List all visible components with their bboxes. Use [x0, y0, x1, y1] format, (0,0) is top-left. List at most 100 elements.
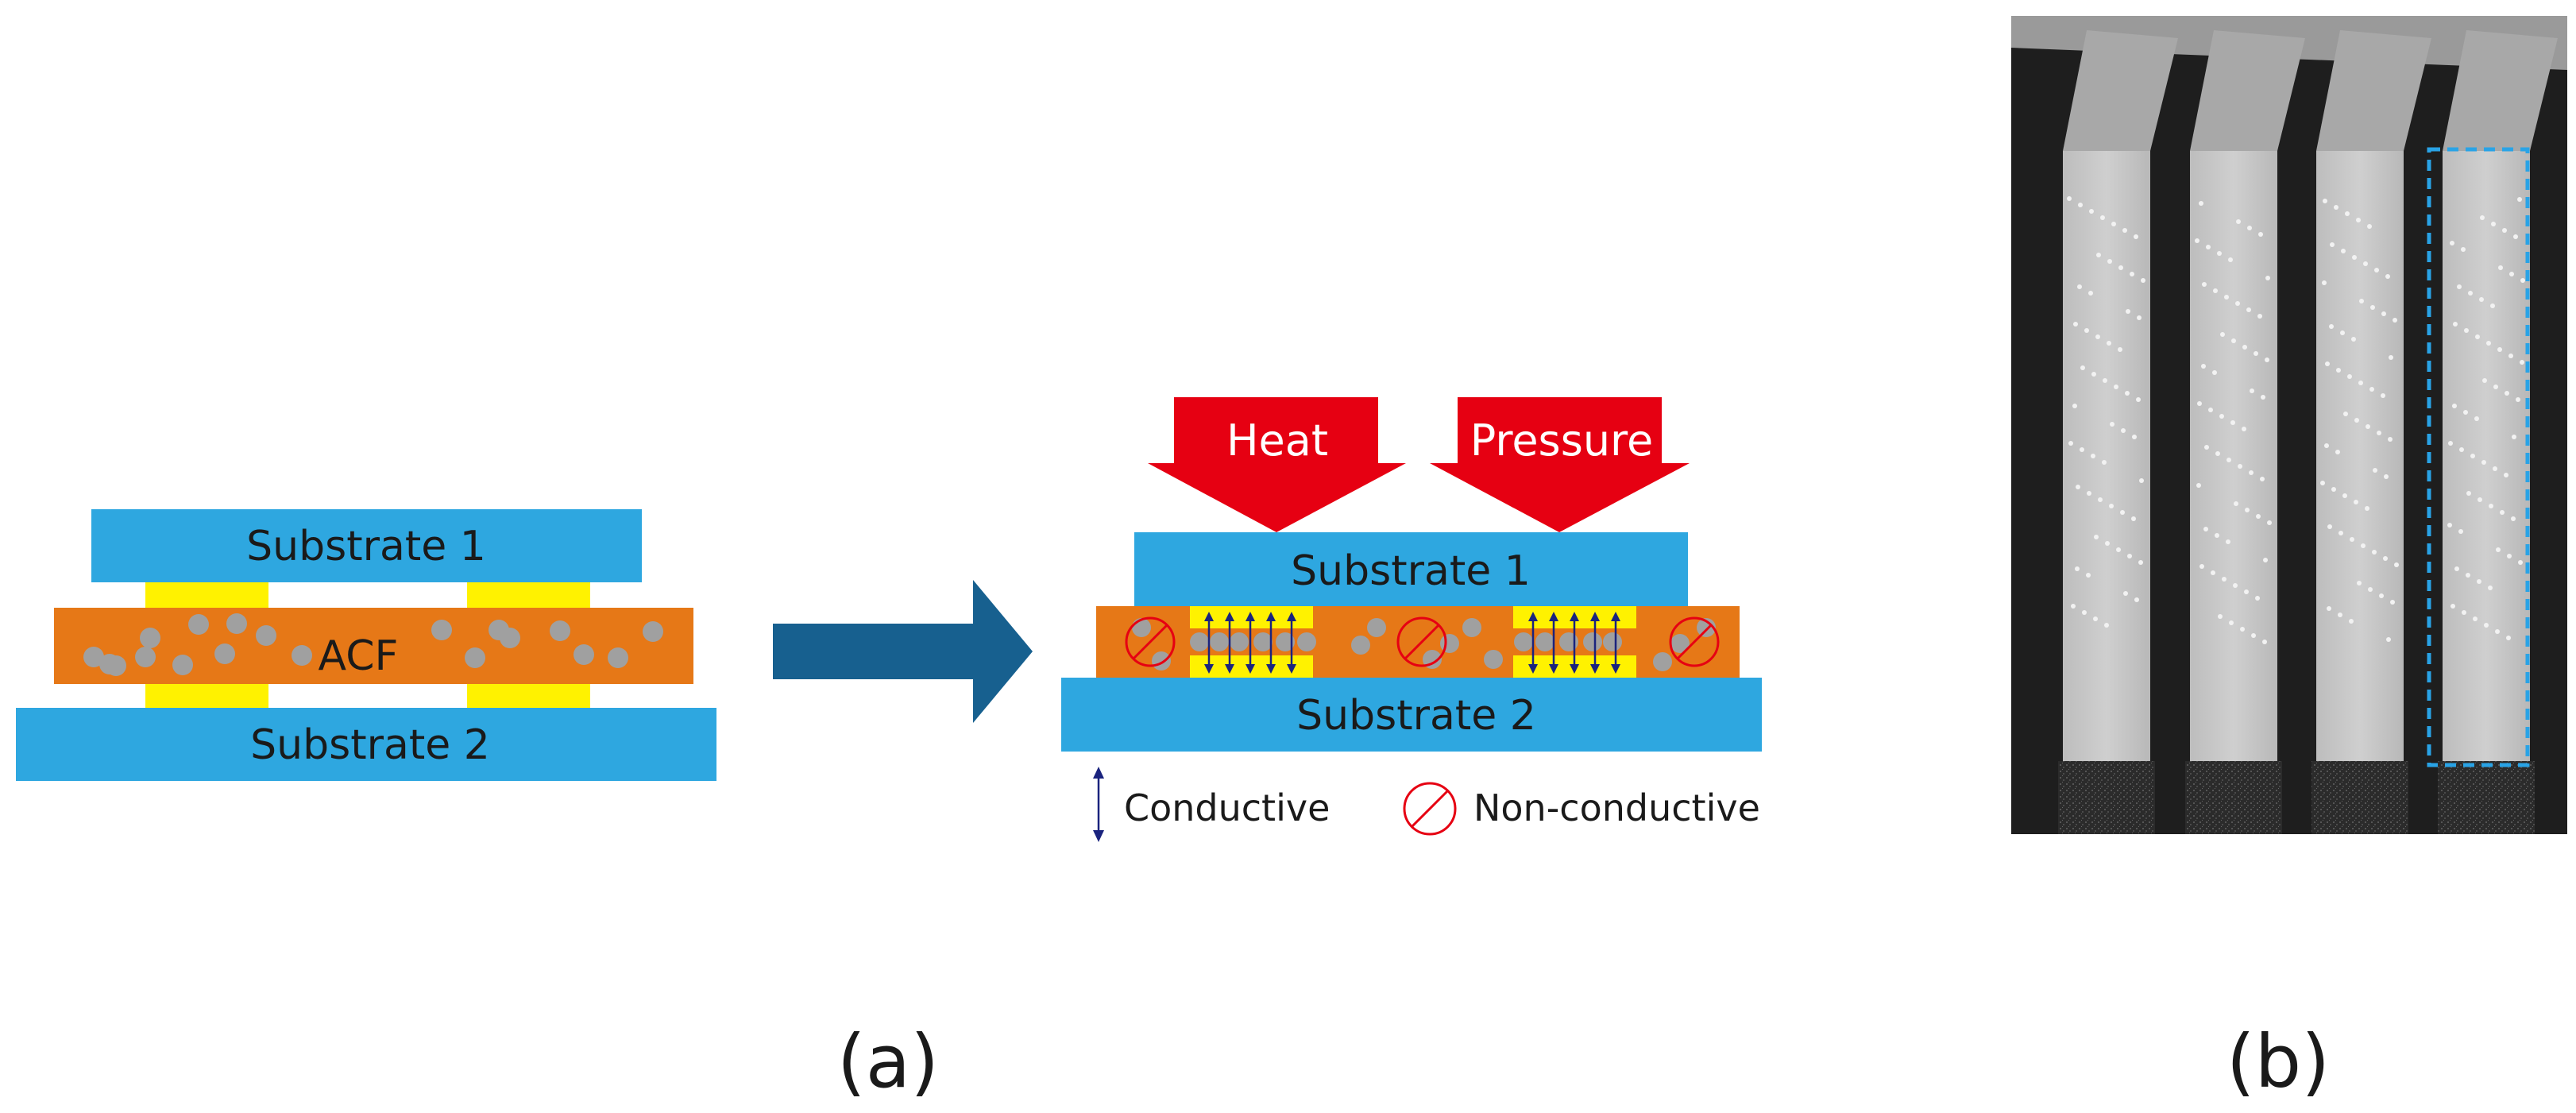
micro-particle — [2262, 640, 2267, 644]
micro-particle — [2111, 222, 2116, 226]
micro-particle — [2351, 337, 2356, 342]
micro-particle — [2518, 560, 2523, 565]
micro-particle — [2447, 523, 2452, 528]
micro-particle — [2482, 378, 2487, 383]
arrow-head — [1590, 612, 1600, 621]
micro-particle — [2393, 318, 2397, 323]
micro-particle — [2105, 541, 2110, 546]
conductive-legend-icon — [1093, 767, 1104, 842]
micro-particle — [2354, 418, 2359, 423]
micro-particle — [2261, 395, 2265, 400]
micro-particle — [2235, 301, 2240, 306]
micro-particle — [2363, 261, 2368, 266]
micro-particle — [2450, 604, 2455, 609]
arrow-head — [1246, 664, 1255, 674]
micro-particle — [2267, 520, 2272, 525]
arrow-head — [1590, 664, 1600, 674]
micro-particle — [2249, 470, 2254, 475]
electrode-top-right — [467, 582, 590, 608]
micro-particle — [2379, 593, 2384, 598]
particle — [135, 647, 156, 667]
micro-particle — [2226, 458, 2231, 462]
micro-particle — [2338, 613, 2342, 617]
micro-particle — [2242, 345, 2247, 350]
micro-particle — [2495, 629, 2500, 634]
particle — [643, 621, 663, 642]
electrode-strip — [2063, 151, 2150, 761]
micro-particle — [2244, 589, 2249, 594]
arrow-head — [1549, 612, 1558, 621]
micro-particle — [2094, 535, 2099, 539]
particle — [608, 647, 628, 668]
micro-particle — [2354, 500, 2358, 504]
micro-particle — [2260, 477, 2265, 481]
micro-particle — [2457, 284, 2462, 289]
micro-particle — [2475, 334, 2480, 339]
micro-particle — [2448, 441, 2453, 446]
particle — [1653, 652, 1672, 671]
micro-particle — [2122, 228, 2127, 233]
particle — [256, 625, 276, 646]
micro-particle — [2373, 468, 2377, 473]
micro-particle — [2107, 341, 2111, 346]
micro-particle — [2509, 272, 2514, 276]
micro-particle — [2132, 435, 2137, 439]
arrow-head — [1570, 612, 1579, 621]
particle — [500, 628, 520, 648]
micro-particle — [2496, 547, 2501, 552]
micro-particle — [2114, 385, 2118, 389]
pressure-label: Pressure — [1470, 415, 1654, 466]
arrow-head — [1204, 664, 1214, 674]
micro-particle — [2331, 487, 2336, 492]
micro-particle — [2202, 282, 2207, 287]
micro-particle — [2080, 365, 2085, 370]
micro-particle — [2462, 610, 2466, 615]
strip-base — [2311, 761, 2408, 834]
micro-particle — [2500, 510, 2505, 515]
particle — [188, 614, 209, 635]
arrow-head — [1287, 612, 1296, 621]
highlight-box — [2427, 147, 2530, 767]
micro-particle — [2219, 414, 2224, 419]
micro-particle — [2498, 265, 2503, 270]
micro-particle — [2323, 199, 2327, 203]
micro-particle — [2195, 238, 2199, 243]
micro-particle — [2258, 232, 2263, 237]
heat-label: Heat — [1226, 415, 1328, 466]
micro-particle — [2229, 620, 2234, 625]
micro-particle — [2470, 454, 2475, 458]
particle — [1670, 634, 1690, 653]
micro-particle — [2335, 450, 2340, 454]
bonded-substrate-2-label: Substrate 2 — [1296, 692, 1536, 740]
micro-particle — [2370, 305, 2375, 310]
micro-particle — [2484, 623, 2489, 628]
micro-particle — [2463, 410, 2468, 415]
micro-particle — [2474, 416, 2479, 421]
micro-particle — [2386, 637, 2391, 642]
micro-particle — [2340, 330, 2345, 335]
micro-particle — [2366, 424, 2370, 429]
micro-particle — [2089, 209, 2094, 214]
micro-particle — [2502, 228, 2507, 233]
micro-particle — [2077, 284, 2082, 289]
micro-particle — [2468, 291, 2473, 296]
micro-particle — [2349, 619, 2354, 624]
micro-particle — [2121, 428, 2126, 433]
micro-particle — [2217, 251, 2222, 256]
micro-particle — [2381, 393, 2385, 398]
micro-particle — [2342, 493, 2347, 498]
non-conductive-slash — [1404, 624, 1440, 660]
electrode-strip — [2316, 151, 2404, 761]
particle — [1152, 651, 1171, 671]
micro-particle — [2100, 215, 2105, 220]
strip-lead — [2316, 30, 2431, 151]
micro-particle — [2450, 241, 2454, 245]
micro-particle — [2206, 245, 2211, 249]
micro-particle — [2141, 278, 2145, 283]
micro-particle — [2136, 397, 2141, 402]
pre-bond-assembly: Substrate 1 ACF Substrate 2 — [16, 509, 716, 781]
micro-particle — [2452, 404, 2457, 408]
micro-particle — [2359, 299, 2364, 303]
micro-particle — [2493, 385, 2498, 389]
micro-particle — [2493, 466, 2497, 471]
